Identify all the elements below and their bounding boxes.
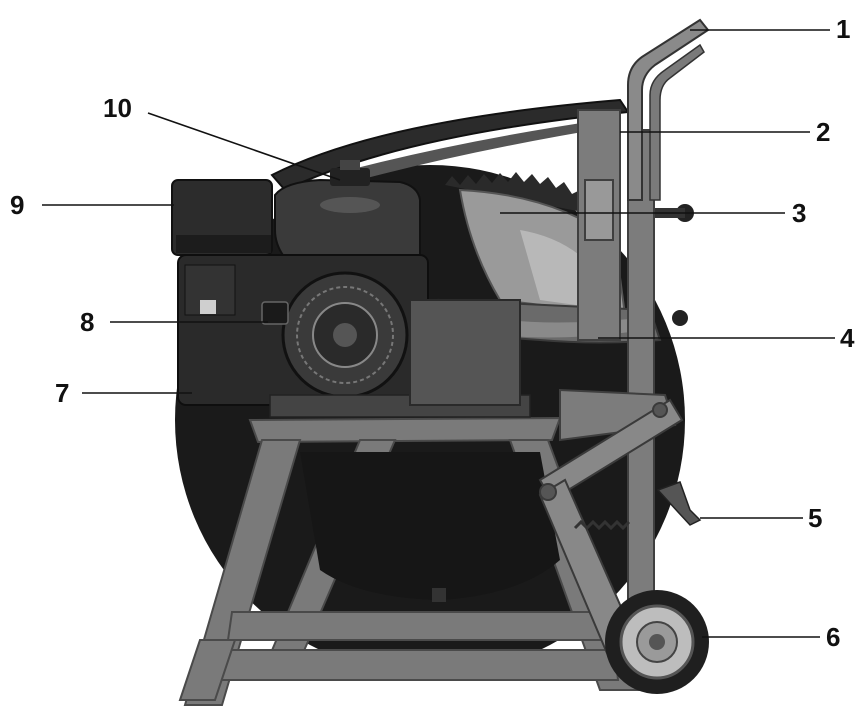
saw-blade-teeth xyxy=(445,172,598,215)
belt-cover xyxy=(409,299,521,406)
push-handle-inner xyxy=(649,43,705,201)
callout-9: 9 xyxy=(10,190,24,220)
callout-4: 4 xyxy=(840,323,855,353)
log-saw-machine-illustration xyxy=(171,18,710,706)
callout-1: 1 xyxy=(836,14,850,44)
upper-guard-rail xyxy=(330,118,618,185)
callout-7: 7 xyxy=(55,378,69,408)
callout-3: 3 xyxy=(792,198,806,228)
callout-2: 2 xyxy=(816,117,830,147)
fuel-tank xyxy=(274,178,421,260)
tension-spring xyxy=(573,519,631,531)
transport-wheel xyxy=(605,590,709,694)
blade-lower-section xyxy=(300,452,560,600)
foot-pedal xyxy=(656,481,702,526)
callout-5: 5 xyxy=(808,503,822,533)
upright-frame xyxy=(559,109,677,651)
engine-assembly xyxy=(171,160,531,418)
leader-lines xyxy=(42,29,835,638)
callout-6: 6 xyxy=(826,622,840,652)
callout-labels: 1 2 3 4 5 6 7 8 9 10 xyxy=(10,14,855,652)
fuel-cap xyxy=(330,168,370,186)
adjust-knob-lower xyxy=(672,310,688,326)
callout-8: 8 xyxy=(80,307,94,337)
blade-hub-bottom xyxy=(432,588,446,602)
leader-line-10 xyxy=(147,112,341,181)
engine-switch xyxy=(261,301,289,325)
callout-10: 10 xyxy=(103,93,132,123)
